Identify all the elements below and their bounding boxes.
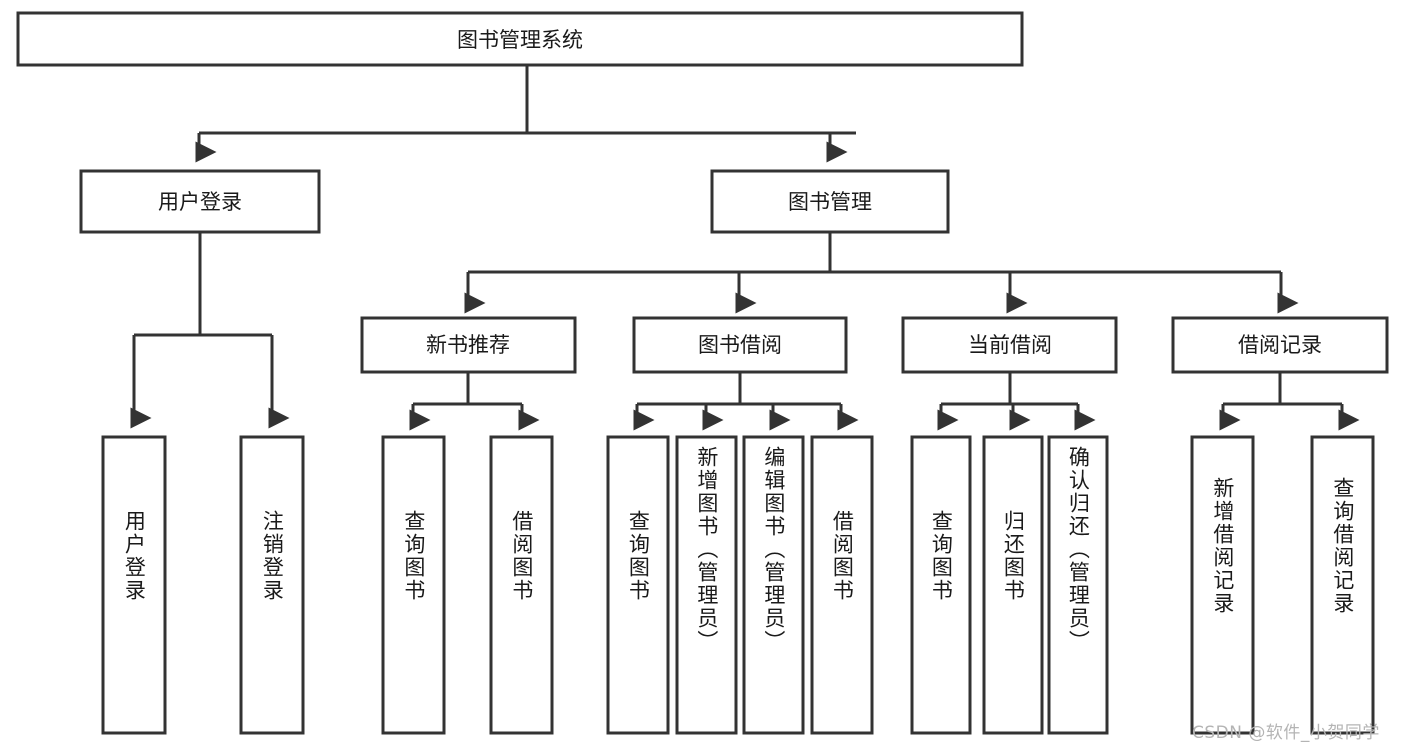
node-leaf-query-book-1[interactable] bbox=[381, 435, 446, 735]
edge-book-manage-to-level2 bbox=[464, 232, 1299, 314]
node-book-borrow-label: 图书借阅 bbox=[698, 333, 782, 357]
node-new-book-recommend[interactable]: 新书推荐 bbox=[360, 316, 577, 374]
node-root-rect bbox=[16, 11, 1024, 67]
node-leaf-edit-book[interactable] bbox=[742, 435, 805, 735]
node-leaf-return-book[interactable] bbox=[982, 435, 1044, 735]
node-leaf-confirm-return[interactable] bbox=[1047, 435, 1109, 735]
node-current-borrow-label: 当前借阅 bbox=[968, 333, 1052, 357]
node-leaf-query-record[interactable] bbox=[1310, 435, 1375, 735]
node-current-borrow[interactable]: 当前借阅 bbox=[901, 316, 1118, 374]
node-new-book-recommend-rect bbox=[360, 316, 577, 374]
node-leaf-query-book-3[interactable] bbox=[910, 435, 972, 735]
node-leaf-user-logout[interactable] bbox=[239, 435, 305, 735]
edge-book-borrow-to-leaves bbox=[633, 372, 859, 431]
node-book-manage[interactable]: 图书管理 bbox=[710, 169, 950, 234]
node-leaf-borrow-book-2[interactable] bbox=[810, 435, 874, 735]
node-root[interactable]: 图书管理系统 bbox=[16, 11, 1024, 67]
node-leaf-add-book[interactable] bbox=[675, 435, 738, 735]
node-user-login-label: 用户登录 bbox=[158, 190, 242, 214]
edge-root-to-level1 bbox=[195, 65, 856, 163]
node-book-manage-label: 图书管理 bbox=[788, 190, 872, 214]
node-borrow-record[interactable]: 借阅记录 bbox=[1171, 316, 1389, 374]
node-leaf-borrow-book-1[interactable] bbox=[489, 435, 554, 735]
node-borrow-record-label: 借阅记录 bbox=[1238, 333, 1322, 357]
node-leaf-add-record[interactable] bbox=[1190, 435, 1255, 735]
edge-borrow-record-to-leaves bbox=[1219, 372, 1360, 431]
edge-new-book-recommend-to-leaves bbox=[409, 372, 540, 431]
csdn-watermark: CSDN @软件_小贺同学 bbox=[1192, 723, 1380, 743]
node-user-login-rect bbox=[79, 169, 321, 234]
node-leaf-query-book-2[interactable] bbox=[606, 435, 670, 735]
node-book-borrow[interactable]: 图书借阅 bbox=[632, 316, 848, 374]
node-current-borrow-rect bbox=[901, 316, 1118, 374]
node-leaf-user-login[interactable] bbox=[101, 435, 167, 735]
node-new-book-recommend-label: 新书推荐 bbox=[426, 333, 510, 357]
edge-current-borrow-to-leaves bbox=[937, 372, 1096, 431]
node-root-label: 图书管理系统 bbox=[457, 28, 583, 52]
edge-user-login-to-leaves bbox=[130, 232, 290, 429]
node-user-login[interactable]: 用户登录 bbox=[79, 169, 321, 234]
